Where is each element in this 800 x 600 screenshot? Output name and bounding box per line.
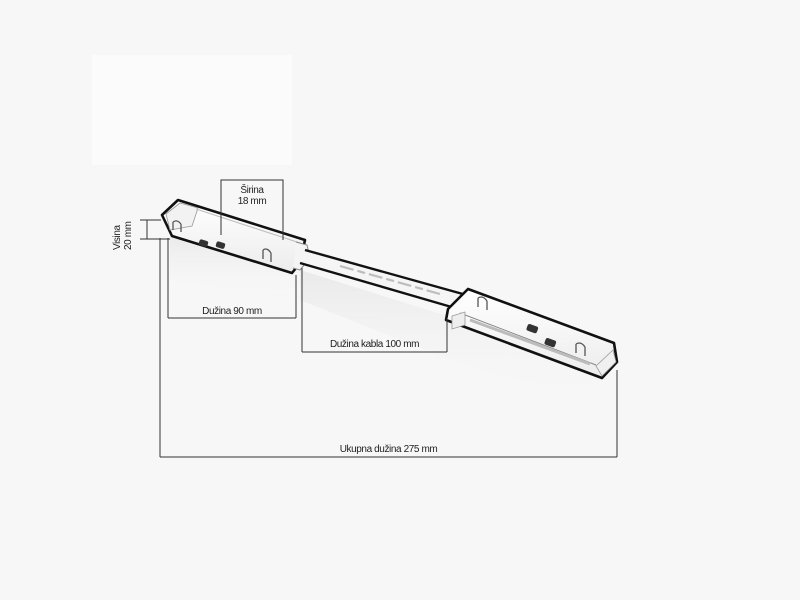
total-length-label: Ukupna dužina 275 mm (339, 444, 438, 455)
width-label: Širina 18 mm (222, 185, 282, 207)
background-patch (92, 55, 292, 165)
width-value: 18 mm (237, 196, 267, 207)
cable-length-label: Dužina kabla 100 mm (329, 339, 420, 350)
dimension-lines (140, 179, 618, 458)
height-value: 20 mm (123, 221, 134, 250)
right-connector-body (444, 287, 619, 380)
cable (299, 248, 471, 310)
height-title: Visina (112, 225, 123, 250)
drop-shadow (170, 235, 600, 405)
width-title: Širina (240, 185, 264, 196)
length-label: Dužina 90 mm (202, 306, 262, 317)
height-label: Visina 20 mm (112, 210, 134, 250)
